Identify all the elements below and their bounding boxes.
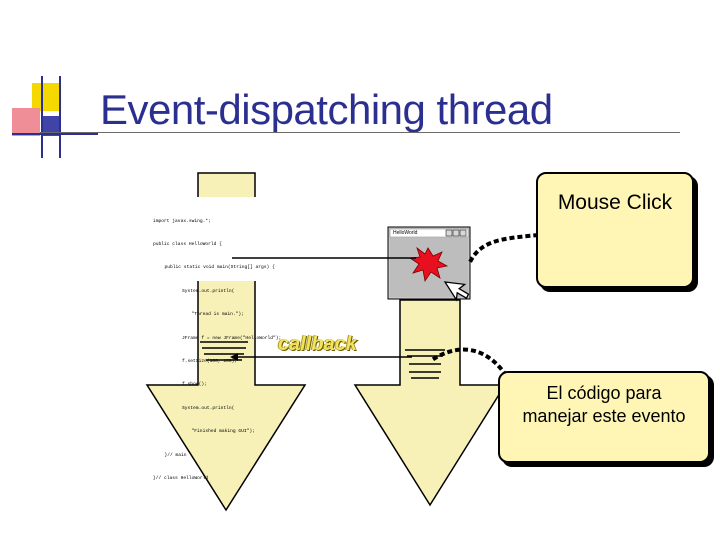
- title-divider: [40, 132, 680, 133]
- handler-label-line2: manejar este evento: [522, 406, 686, 426]
- callback-label: callback: [278, 333, 357, 355]
- handler-label-line1: El código para: [546, 383, 662, 403]
- code-line: public class HelloWorld {: [153, 241, 222, 247]
- code-line: public static void main(String[] args) {: [159, 265, 275, 271]
- window-title: HelloWorld: [393, 230, 418, 236]
- click-burst-icon: [408, 246, 449, 283]
- code-line: "Thread is main.");: [175, 312, 244, 318]
- event-thread-stack: [405, 349, 445, 379]
- event-handler-note: [498, 371, 710, 463]
- mouse-cursor-icon: [443, 281, 470, 302]
- event-thread-arrow: [353, 299, 507, 507]
- mouse-click-note: [536, 172, 694, 288]
- slide-title: Event-dispatching thread: [100, 86, 553, 133]
- slide-logo: [12, 76, 98, 158]
- code-panel: [150, 197, 290, 281]
- logo-graphic: [12, 76, 98, 158]
- code-line: JFrame f = new JFrame("HelloWorld");: [171, 335, 282, 341]
- code-line: "Finished making GUI");: [175, 429, 255, 435]
- code-listing: import javax.swing.*; public class Hello…: [153, 202, 281, 490]
- mouse-click-label: Mouse Click: [557, 191, 673, 214]
- code-line: f.show();: [171, 382, 207, 388]
- code-line: System.out.println(: [171, 288, 235, 294]
- callback-arrowhead: [230, 353, 238, 361]
- handler-connector: [430, 347, 516, 391]
- code-line: import javax.swing.*;: [153, 218, 211, 224]
- code-line: f.setSize(100, 100);: [171, 358, 238, 364]
- code-line: System.out.println(: [171, 405, 235, 411]
- code-line: }// class HelloWorld: [153, 475, 209, 481]
- code-line: }// main: [159, 452, 187, 458]
